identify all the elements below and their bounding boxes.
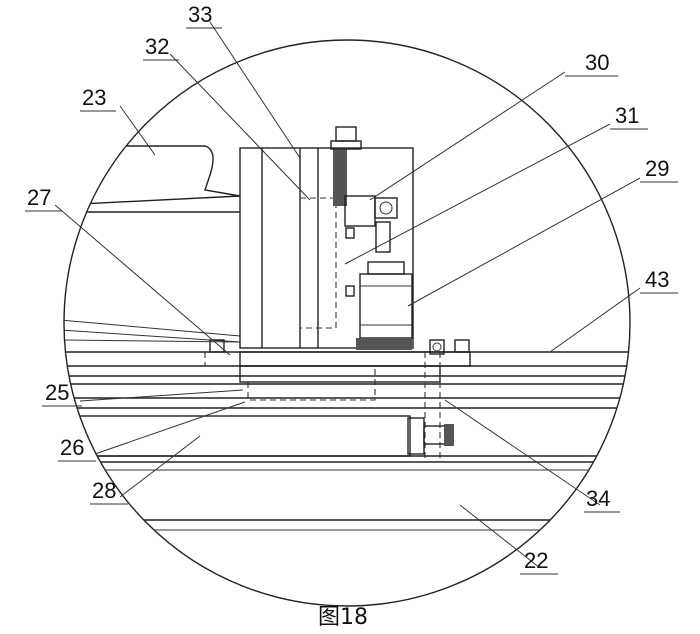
guide-26	[247, 366, 376, 401]
hatched-bracket	[333, 148, 347, 206]
pin-head	[374, 197, 398, 219]
cylinder-base	[356, 338, 412, 350]
label-34: 34	[586, 486, 610, 511]
label-30: 30	[585, 50, 609, 75]
label-22: 22	[524, 548, 548, 573]
top-bolt	[335, 126, 357, 142]
detail-contents	[64, 126, 630, 531]
connector-30	[344, 195, 376, 227]
housing-33	[239, 147, 414, 349]
shaft-32	[299, 197, 337, 329]
label-31: 31	[615, 103, 639, 128]
cylinder-29	[359, 273, 413, 339]
frame-arm-23	[64, 145, 241, 197]
label-33: 33	[188, 2, 212, 27]
label-43: 43	[645, 267, 669, 292]
rod-31	[375, 221, 391, 253]
label-29: 29	[645, 156, 669, 181]
bracket-34	[424, 352, 441, 458]
label-23: 23	[82, 85, 106, 110]
label-26: 26	[60, 435, 84, 460]
slide-block-25	[239, 365, 441, 383]
label-32: 32	[145, 34, 169, 59]
label-25: 25	[45, 380, 69, 405]
callout-labels: 33 32 23 30 31 29 27 43 25 26 28 34 22	[25, 2, 678, 575]
label-28: 28	[92, 478, 116, 503]
cylinder-cap	[367, 261, 405, 275]
label-27: 27	[27, 185, 51, 210]
leader-lines	[54, 21, 641, 569]
detail-circle	[63, 39, 631, 607]
tube-28	[64, 415, 411, 457]
figure-caption: 图18	[318, 605, 368, 630]
